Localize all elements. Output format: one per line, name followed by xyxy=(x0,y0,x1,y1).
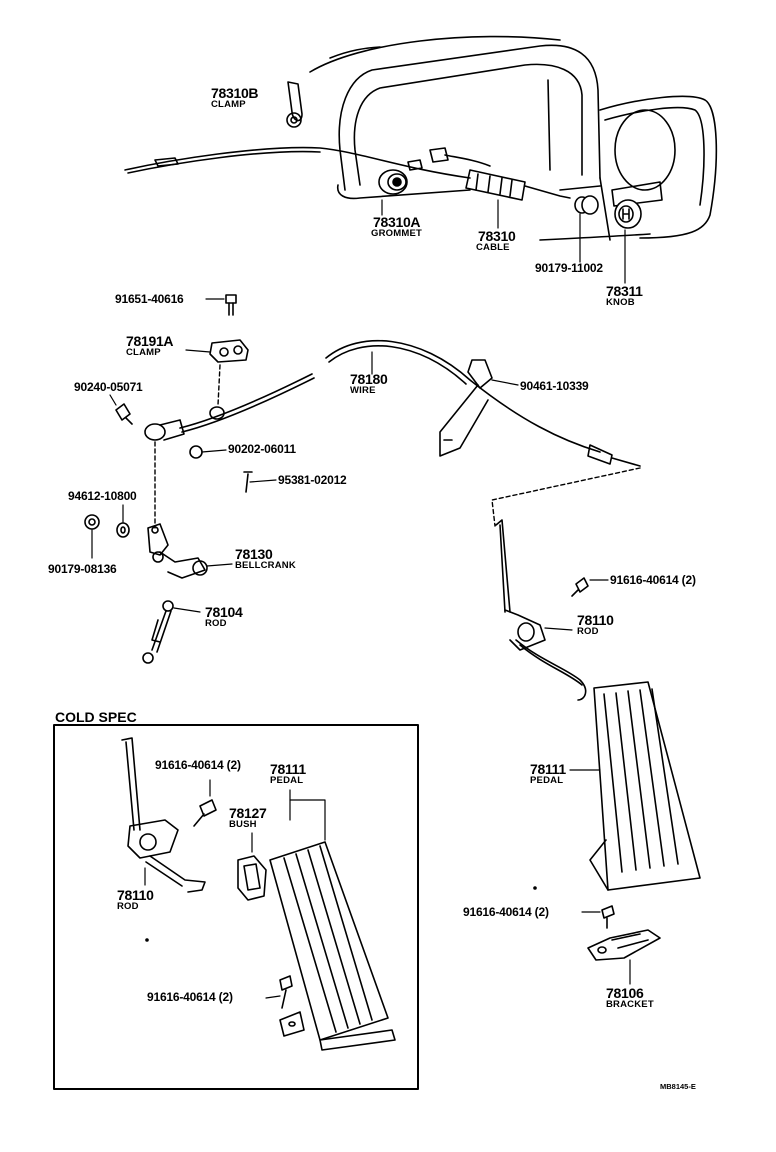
cold-spec-part-number-78127: 78127 xyxy=(229,805,267,821)
part-number-78104: 78104 xyxy=(205,604,243,620)
cold-spec-screw-b-icon xyxy=(265,975,293,1009)
part-name-78310b: CLAMP xyxy=(211,99,246,110)
diagram-code: MB8145-E xyxy=(660,1082,696,1091)
cold-spec-rod-icon xyxy=(121,737,206,893)
part-name-clamp-78191a: CLAMP xyxy=(126,347,161,358)
bellcrank-icon xyxy=(147,523,233,579)
cold-spec-title: COLD SPEC xyxy=(55,709,137,725)
part-number-91616-a: 91616-40614 (2) xyxy=(610,573,696,587)
bush-78127-icon xyxy=(237,832,267,901)
cold-spec-frame xyxy=(53,724,419,1090)
part-number-90179-08136: 90179-08136 xyxy=(48,562,117,576)
part-number-78130: 78130 xyxy=(235,546,273,562)
nut-90179-icon xyxy=(84,514,100,559)
clip-90461-icon xyxy=(439,359,519,457)
cold-spec-part-name-bush: BUSH xyxy=(229,819,257,830)
part-name-cable: CABLE xyxy=(476,242,510,253)
washer-94612-icon xyxy=(116,504,130,538)
part-number-94612-10800: 94612-10800 xyxy=(68,489,137,503)
part-name-bracket: BRACKET xyxy=(606,999,654,1010)
knob-78311-icon xyxy=(574,195,642,229)
cold-spec-part-number-91616-b: 91616-40614 (2) xyxy=(147,990,233,1004)
part-number-90179-11002: 90179-11002 xyxy=(535,261,603,275)
part-number-78180: 78180 xyxy=(350,371,388,387)
part-number-78110: 78110 xyxy=(577,612,614,628)
pin-90240-icon xyxy=(109,394,133,425)
part-number-78310: 78310 xyxy=(478,228,516,244)
rod-78110-right-icon xyxy=(495,519,587,701)
cold-spec-part-number-91616-a: 91616-40614 (2) xyxy=(155,758,241,772)
part-number-78310b: 78310B xyxy=(211,85,259,101)
part-number-90202-06011: 90202-06011 xyxy=(228,442,296,456)
cold-spec-part-name-pedal: PEDAL xyxy=(270,775,304,786)
part-number-78310a: 78310A xyxy=(373,214,421,230)
grommet-icon xyxy=(378,169,408,195)
part-number-78111: 78111 xyxy=(530,761,566,777)
pedal-78111-right-icon xyxy=(569,681,701,891)
dash-clamp xyxy=(217,364,221,406)
part-number-91616-b: 91616-40614 (2) xyxy=(463,905,549,919)
part-name-rod-78104: ROD xyxy=(205,618,227,629)
part-number-78191a: 78191A xyxy=(126,333,174,349)
part-number-95381-02012: 95381-02012 xyxy=(278,473,347,487)
part-number-91651-40616: 91651-40616 xyxy=(115,292,184,306)
part-name-rod-78110: ROD xyxy=(577,626,599,637)
part-name-grommet: GROMMET xyxy=(371,228,423,239)
nut-90202-icon xyxy=(189,445,227,459)
cold-spec-pedal-icon xyxy=(269,789,396,1051)
cold-spec-screw-a-icon xyxy=(193,779,217,827)
instrument-panel xyxy=(309,35,718,241)
clamp-78310b-icon xyxy=(286,81,303,128)
clamp-78191a-icon xyxy=(185,339,249,363)
screw-91616-a-icon xyxy=(571,577,609,597)
dash-right xyxy=(491,467,641,527)
cold-spec-part-number-78111: 78111 xyxy=(270,761,306,777)
bracket-78106-icon xyxy=(587,929,661,985)
part-number-90461-10339: 90461-10339 xyxy=(520,379,589,393)
bolt-91651-icon xyxy=(205,294,237,316)
part-number-90240-05071: 90240-05071 xyxy=(74,380,143,394)
part-number-78311: 78311 xyxy=(606,283,643,299)
screw-91616-b-icon xyxy=(581,905,615,929)
part-name-knob: KNOB xyxy=(606,297,635,308)
rod-78104-icon xyxy=(142,600,201,664)
speck xyxy=(533,886,537,890)
cold-spec-part-number-78110: 78110 xyxy=(117,887,154,903)
cable-78310 xyxy=(124,146,571,201)
cold-spec-part-name-rod: ROD xyxy=(117,901,139,912)
wire-78180 xyxy=(179,339,641,467)
speck xyxy=(145,938,149,942)
pin-95381-icon xyxy=(243,471,277,493)
part-number-78106: 78106 xyxy=(606,985,644,1001)
part-name-wire: WIRE xyxy=(350,385,376,396)
leader-lines-top xyxy=(381,199,626,284)
part-name-bellcrank: BELLCRANK xyxy=(235,560,296,571)
part-name-pedal: PEDAL xyxy=(530,775,564,786)
linkage-end-icon xyxy=(144,419,185,441)
